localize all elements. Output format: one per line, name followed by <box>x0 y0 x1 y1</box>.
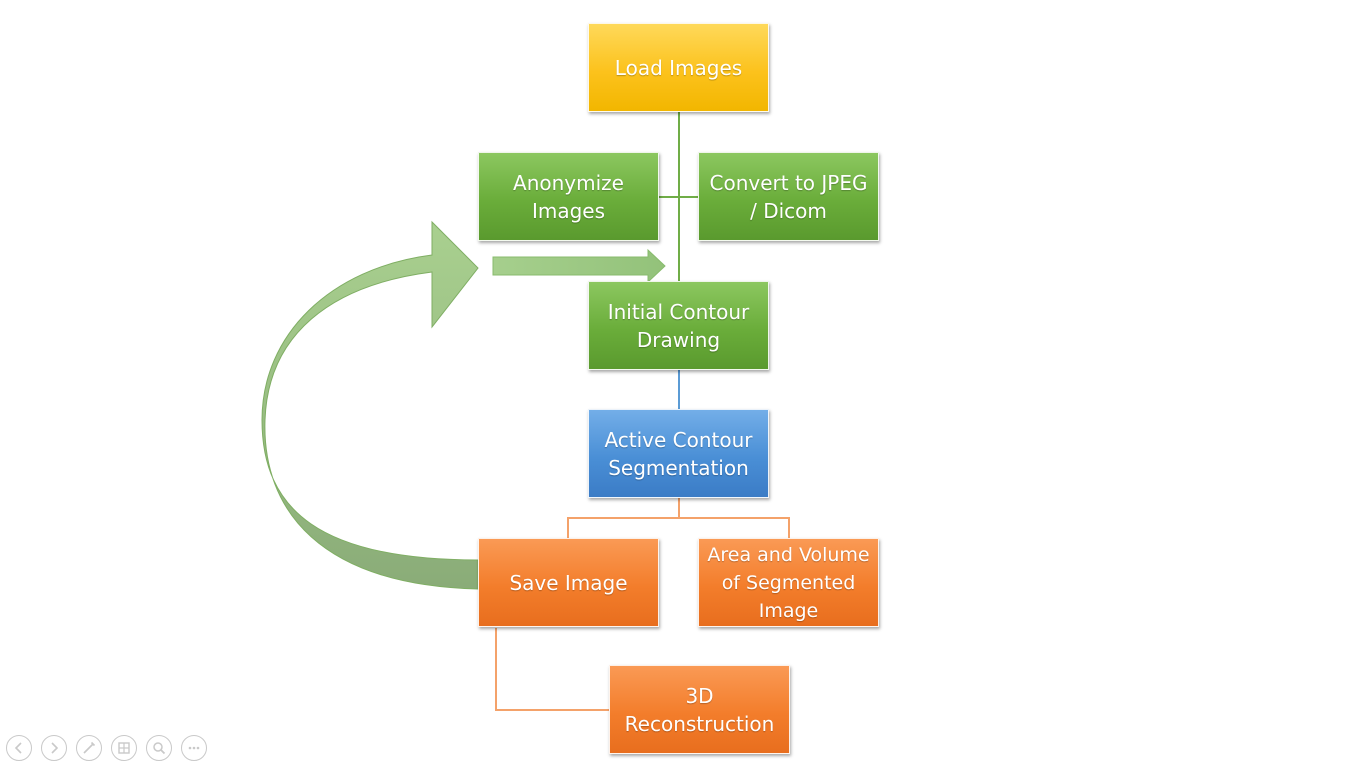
straight-arrow <box>492 248 666 284</box>
connector-active-fork <box>567 498 680 538</box>
next-slide-icon[interactable] <box>41 735 67 761</box>
3d-reconstruction-label: 3D Reconstruction <box>624 683 775 736</box>
area-volume-box: Area and Volume of Segmented Image <box>698 538 879 627</box>
active-contour-label: Active Contour Segmentation <box>604 427 753 480</box>
load-images-box: Load Images <box>588 23 769 112</box>
zoom-icon[interactable] <box>146 735 172 761</box>
connector-active-fork-right <box>679 517 790 538</box>
previous-slide-icon[interactable] <box>6 735 32 761</box>
anonymize-images-box: Anonymize Images <box>478 152 659 241</box>
load-images-label: Load Images <box>614 55 743 80</box>
save-image-label: Save Image <box>509 570 628 595</box>
initial-contour-label: Initial Contour Drawing <box>607 299 750 352</box>
slideshow-toolbar <box>6 735 207 761</box>
connector-save-to-3d <box>495 628 609 711</box>
pen-icon[interactable] <box>76 735 102 761</box>
convert-jpeg-dicom-box: Convert to JPEG / Dicom <box>698 152 879 241</box>
convert-jpeg-dicom-label: Convert to JPEG / Dicom <box>709 170 868 223</box>
curved-return-arrow <box>261 220 479 590</box>
area-volume-label: Area and Volume of Segmented Image <box>707 543 870 622</box>
slides-grid-icon[interactable] <box>111 735 137 761</box>
initial-contour-box: Initial Contour Drawing <box>588 281 769 370</box>
3d-reconstruction-box: 3D Reconstruction <box>609 665 790 754</box>
more-options-icon[interactable] <box>181 735 207 761</box>
active-contour-box: Active Contour Segmentation <box>588 409 769 498</box>
anonymize-images-label: Anonymize Images <box>513 170 624 223</box>
save-image-box: Save Image <box>478 538 659 627</box>
